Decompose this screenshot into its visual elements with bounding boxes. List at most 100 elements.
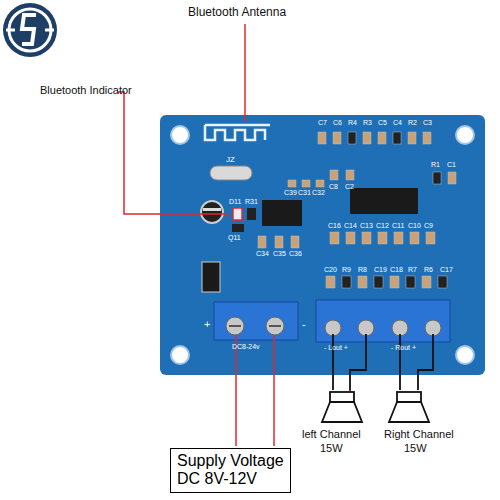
silkscreen: R9 xyxy=(342,266,351,274)
smd-part xyxy=(330,232,339,244)
smd-part xyxy=(426,232,435,244)
silkscreen: C19 xyxy=(374,266,387,274)
power-rating: 15W xyxy=(404,442,427,454)
silkscreen: C39 xyxy=(284,189,297,197)
silkscreen: C34 xyxy=(256,250,269,258)
power-wire xyxy=(235,336,237,446)
smd-part xyxy=(342,276,351,288)
silkscreen: C14 xyxy=(344,222,357,230)
power-wire xyxy=(273,336,275,446)
amplifier-chip xyxy=(350,188,418,214)
smd-part xyxy=(316,180,324,187)
indicator-led xyxy=(233,208,242,220)
speaker-symbol xyxy=(389,392,429,422)
silkscreen: R7 xyxy=(408,266,417,274)
silkscreen: C31 xyxy=(298,189,311,197)
silkscreen: R3 xyxy=(363,119,372,127)
silkscreen: C6 xyxy=(333,119,342,127)
silkscreen: C12 xyxy=(376,222,389,230)
smd-part xyxy=(318,132,326,144)
channel-label: Right Channel xyxy=(384,428,454,440)
silkscreen: C1 xyxy=(447,161,456,169)
silkscreen: C4 xyxy=(393,119,402,127)
smd-part xyxy=(378,132,386,144)
channel-label: left Channel xyxy=(302,428,361,440)
callout-label: Bluetooth Indicator xyxy=(40,84,132,96)
callout-label: Bluetooth Antenna xyxy=(188,6,286,19)
smd-part xyxy=(448,172,456,184)
silkscreen: Q11 xyxy=(228,234,241,242)
silkscreen: - Rout + xyxy=(391,344,416,352)
crystal xyxy=(210,166,252,180)
smd-part xyxy=(275,236,283,248)
bluetooth-chip xyxy=(262,200,302,226)
smd-part xyxy=(288,180,296,187)
smd-part xyxy=(423,132,431,144)
silkscreen: D11 xyxy=(229,198,241,206)
smd-part xyxy=(433,172,441,184)
silkscreen: C13 xyxy=(360,222,373,230)
smd-part xyxy=(302,180,310,187)
polarity-mark: + xyxy=(204,318,210,330)
smd-part xyxy=(394,232,403,244)
smd-part xyxy=(362,232,371,244)
smd-part xyxy=(438,276,447,288)
silkscreen: JZ xyxy=(226,156,235,165)
smd-part xyxy=(326,276,335,288)
antenna-trace xyxy=(205,125,270,140)
power-rating: 15W xyxy=(320,442,343,454)
silkscreen: C7 xyxy=(318,119,327,127)
electrolytic-capacitor xyxy=(201,201,223,223)
silkscreen: C18 xyxy=(390,266,403,274)
silkscreen: R6 xyxy=(424,266,433,274)
brand-logo xyxy=(3,3,57,57)
smd-part xyxy=(410,232,419,244)
smd-part xyxy=(422,276,431,288)
smd-part xyxy=(358,276,367,288)
silkscreen: C3 xyxy=(423,119,432,127)
silkscreen: C16 xyxy=(328,222,341,230)
pcb-board xyxy=(160,115,485,375)
silkscreen: C32 xyxy=(312,189,325,197)
box-body: DC 8V-12V xyxy=(177,470,284,488)
silkscreen: C36 xyxy=(289,250,302,258)
regulator xyxy=(202,262,220,292)
leader-line xyxy=(118,92,229,214)
smd-part xyxy=(348,132,356,144)
smd-part xyxy=(330,170,338,180)
speaker-symbol xyxy=(322,392,362,422)
speaker-terminal xyxy=(316,300,450,342)
supply-box: Supply VoltageDC 8V-12V xyxy=(170,448,291,493)
silkscreen: - Lout + xyxy=(324,344,348,352)
smd-part xyxy=(393,132,401,144)
smd-part xyxy=(333,132,341,144)
smd-part xyxy=(258,236,266,248)
speaker-wire xyxy=(400,334,433,390)
leader-line xyxy=(244,24,246,121)
silkscreen: C9 xyxy=(424,222,433,230)
silkscreen: C5 xyxy=(378,119,387,127)
silkscreen: R8 xyxy=(358,266,367,274)
box-heading: Supply Voltage xyxy=(177,452,284,470)
smd-part xyxy=(406,276,415,288)
smd-part xyxy=(408,132,416,144)
power-terminal xyxy=(214,302,298,340)
silkscreen: C17 xyxy=(440,266,453,274)
silkscreen: R4 xyxy=(348,119,357,127)
smd-part xyxy=(291,236,299,248)
silkscreen: C2 xyxy=(345,183,354,191)
silkscreen: C10 xyxy=(408,222,421,230)
smd-part xyxy=(374,276,383,288)
smd-part xyxy=(378,232,387,244)
silkscreen: C35 xyxy=(273,250,286,258)
smd-part xyxy=(390,276,399,288)
smd-part xyxy=(346,232,355,244)
silkscreen: R31 xyxy=(245,198,258,206)
speaker-wire xyxy=(333,334,366,390)
silkscreen: DC8-24v xyxy=(232,343,260,351)
silkscreen: R1 xyxy=(431,161,440,169)
silkscreen: C11 xyxy=(392,222,404,230)
polarity-mark: - xyxy=(302,318,306,330)
silkscreen: C8 xyxy=(329,183,338,191)
